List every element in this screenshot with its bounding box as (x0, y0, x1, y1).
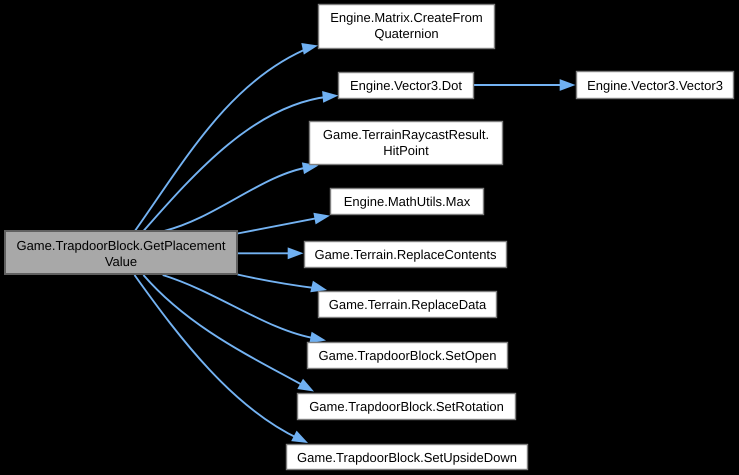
svg-text:Quaternion: Quaternion (374, 26, 438, 41)
svg-text:Engine.Vector3.Vector3: Engine.Vector3.Vector3 (587, 78, 723, 93)
svg-text:Engine.Vector3.Dot: Engine.Vector3.Dot (350, 78, 462, 93)
svg-text:Engine.Matrix.CreateFrom: Engine.Matrix.CreateFrom (330, 10, 482, 25)
svg-text:Game.TrapdoorBlock.SetOpen: Game.TrapdoorBlock.SetOpen (319, 348, 497, 363)
svg-text:Engine.MathUtils.Max: Engine.MathUtils.Max (344, 194, 471, 209)
svg-text:Game.TrapdoorBlock.SetUpsideDo: Game.TrapdoorBlock.SetUpsideDown (297, 450, 517, 465)
svg-text:Game.TerrainRaycastResult.: Game.TerrainRaycastResult. (323, 127, 489, 142)
svg-text:Game.TrapdoorBlock.SetRotation: Game.TrapdoorBlock.SetRotation (309, 399, 504, 414)
svg-text:Game.Terrain.ReplaceContents: Game.Terrain.ReplaceContents (314, 247, 497, 262)
svg-text:Value: Value (105, 254, 137, 269)
svg-text:Game.Terrain.ReplaceData: Game.Terrain.ReplaceData (329, 297, 487, 312)
svg-text:HitPoint: HitPoint (383, 143, 429, 158)
svg-text:Game.TrapdoorBlock.GetPlacemen: Game.TrapdoorBlock.GetPlacement (16, 238, 225, 253)
